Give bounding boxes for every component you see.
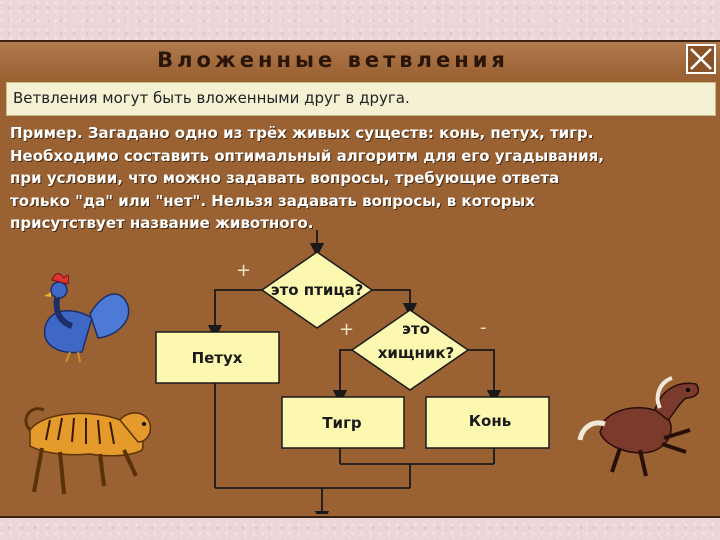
yes-sign: + (236, 260, 251, 281)
flowchart: это птица? это хищник? Петух Тигр Конь +… (24, 230, 700, 514)
answer-horse-label: Конь (469, 412, 511, 430)
example-line: Необходимо составить оптимальный алгорит… (10, 146, 604, 165)
example-line: Пример. Загадано одно из трёх живых суще… (10, 124, 594, 142)
yes-sign: + (339, 319, 354, 340)
answer-horse-box (425, 396, 550, 449)
answer-tiger-box (281, 396, 405, 449)
close-button[interactable] (686, 44, 716, 74)
title-bar: Вложенные ветвления (0, 42, 720, 78)
connector-no-1 (372, 289, 418, 318)
decision-is-predator-label-2: хищник? (378, 344, 455, 362)
window-title: Вложенные ветвления (157, 48, 509, 72)
connector-no-2 (468, 349, 502, 405)
example-line: только "да" или "нет". Нельзя задавать в… (10, 191, 535, 210)
example-line: присутствует название животного. (10, 214, 314, 232)
no-sign: - (480, 317, 487, 338)
example-line: при условии, что можно задавать вопросы,… (10, 169, 560, 187)
decision-is-bird-label: это птица? (271, 281, 364, 299)
answer-rooster-label: Петух (192, 349, 243, 367)
tiger-icon (24, 407, 152, 495)
info-bar: Ветвления могут быть вложенными друг в д… (6, 82, 716, 116)
close-x-icon (690, 48, 712, 70)
rooster-icon (43, 273, 130, 363)
connector-yes-1 (207, 289, 262, 340)
decision-is-bird (260, 251, 374, 329)
horse-icon (577, 376, 700, 477)
answer-rooster-box (155, 331, 280, 384)
example-text: Пример. Загадано одно из трёх живых суще… (10, 122, 716, 235)
decision-is-predator (350, 309, 470, 391)
decision-is-predator-label-1: это (402, 320, 430, 338)
info-text: Ветвления могут быть вложенными друг в д… (13, 89, 410, 107)
connector-yes-2 (332, 349, 352, 405)
answer-tiger-label: Тигр (322, 414, 362, 432)
